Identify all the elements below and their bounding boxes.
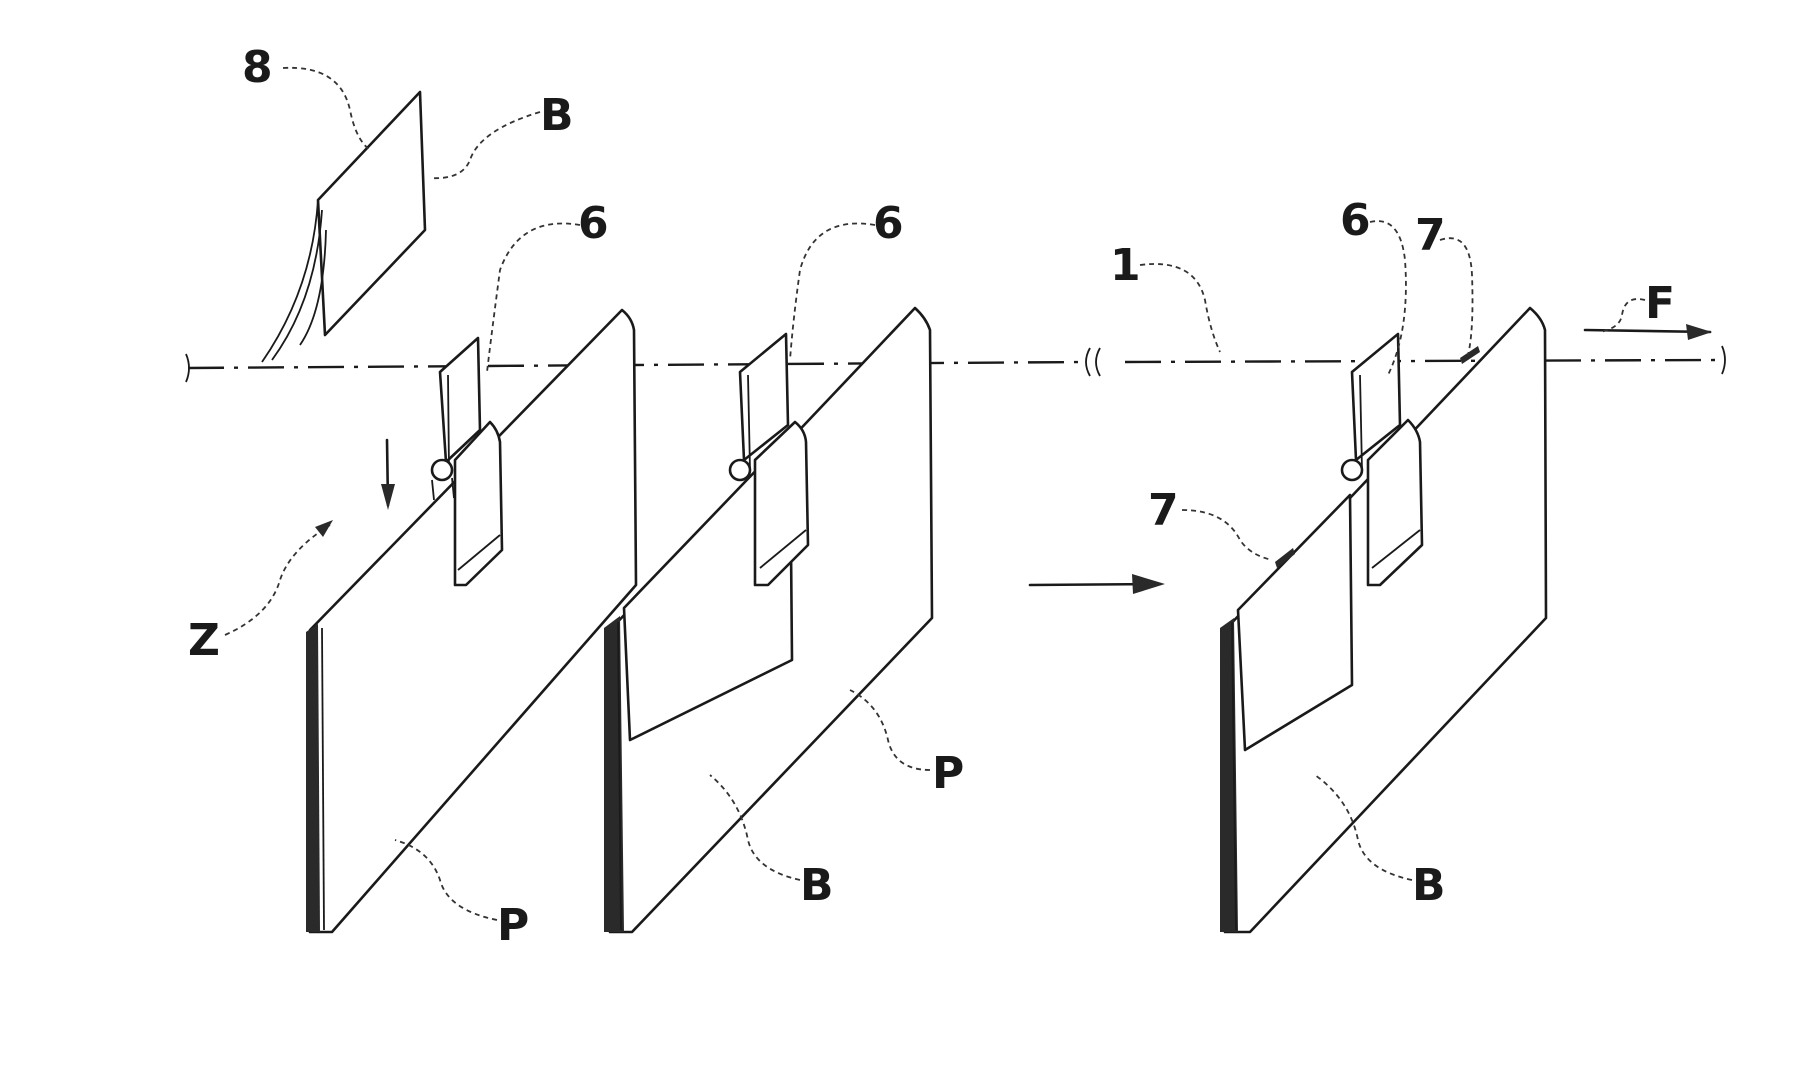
label-line-axis-1: 1 — [1110, 240, 1141, 291]
label-zone-z: Z — [188, 615, 220, 666]
label-panel-b-2: B — [800, 860, 834, 911]
label-feeder-8: 8 — [242, 42, 273, 93]
label-sheet-b-top: B — [540, 90, 574, 141]
label-panel-p-2: P — [932, 748, 964, 799]
panel-station-3 — [1220, 308, 1546, 932]
panel-station-1 — [306, 310, 636, 932]
transport-arrow — [1030, 574, 1165, 594]
label-clip-1: 6 — [578, 198, 609, 249]
label-direction-f: F — [1645, 278, 1675, 329]
label-panel-b-3: B — [1412, 860, 1446, 911]
label-clip-2: 6 — [873, 198, 904, 249]
feed-down-arrow — [381, 440, 395, 510]
label-tab-upper-7: 7 — [1415, 210, 1446, 261]
label-tab-lower-7: 7 — [1148, 485, 1179, 536]
feeder-sheet — [262, 92, 425, 362]
label-clip-3: 6 — [1340, 195, 1371, 246]
panel-station-2 — [604, 308, 932, 932]
label-panel-p-1: P — [497, 900, 529, 951]
